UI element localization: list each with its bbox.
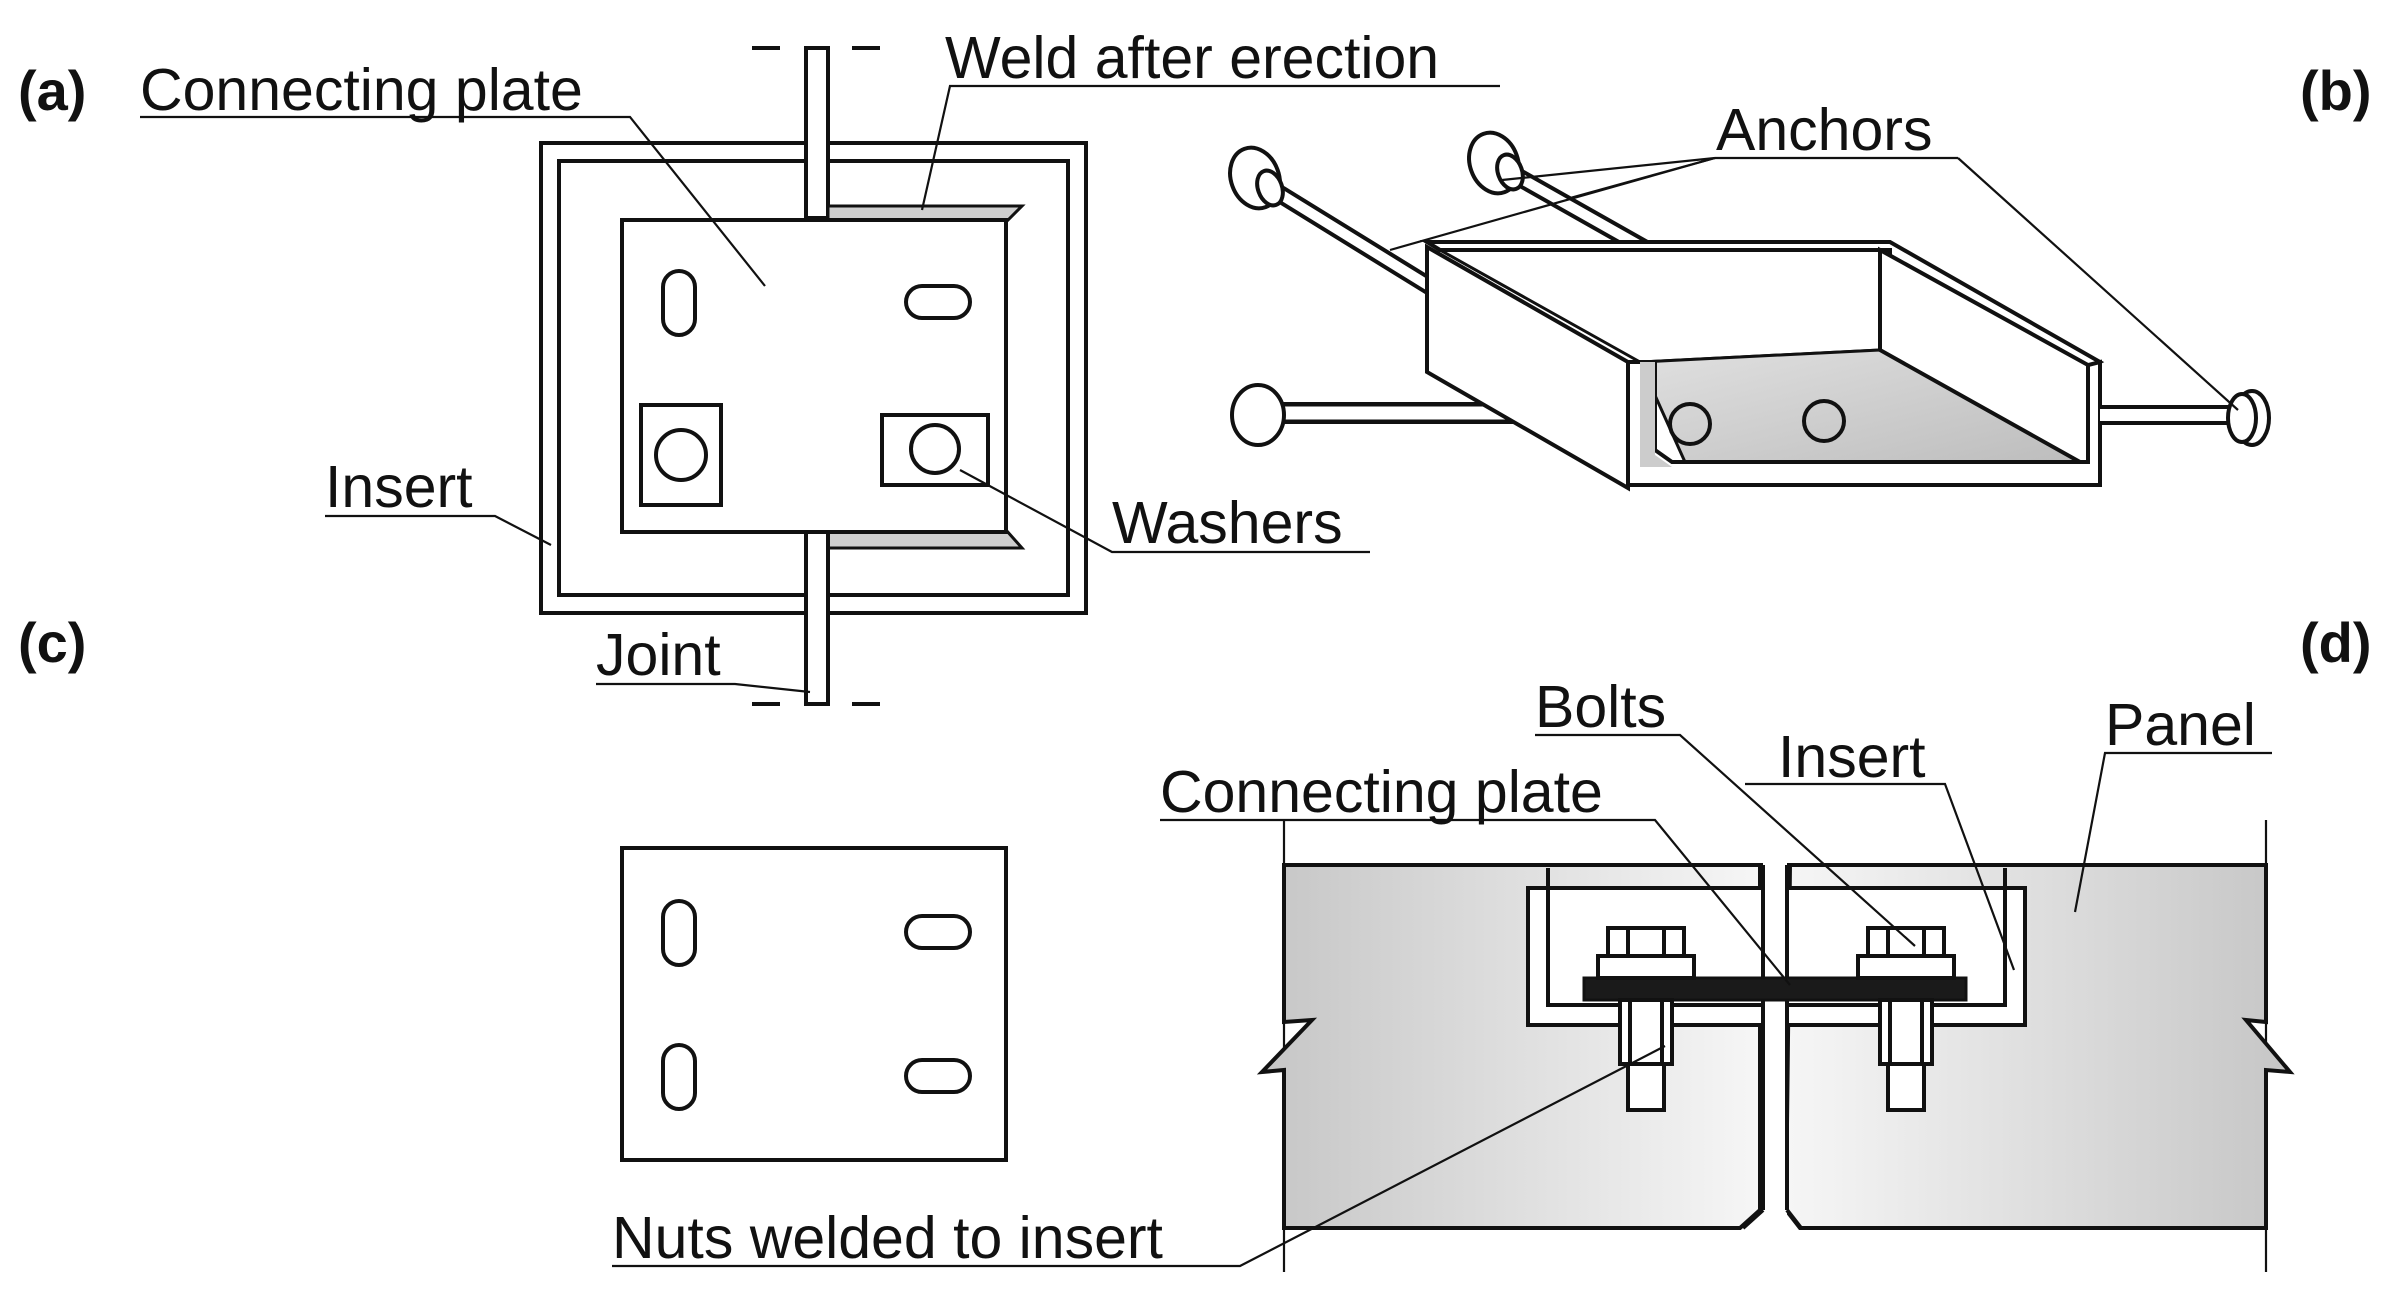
slot-c-br <box>904 1058 972 1094</box>
washer-right <box>880 413 990 487</box>
panel-label-d: (d) <box>2300 611 2372 674</box>
label-joint: Joint <box>596 622 721 688</box>
anchor-right <box>2100 389 2271 447</box>
bolt-hole-left <box>654 428 708 482</box>
plan-view-a <box>539 46 1088 706</box>
slot-c-bl <box>661 1043 697 1111</box>
leader-connecting-plate-d <box>1160 818 1791 986</box>
leader-insert-d <box>1745 782 2016 971</box>
bolt-hole-right <box>909 423 961 475</box>
label-insert-a: Insert <box>325 454 473 520</box>
label-bolts: Bolts <box>1535 674 1666 740</box>
label-insert-d: Insert <box>1778 724 1926 790</box>
washer-left <box>639 403 723 507</box>
connecting-plate-d <box>1582 976 1968 1002</box>
isometric-insert-b <box>1228 130 2271 492</box>
panel-label-c: (c) <box>18 611 86 674</box>
label-anchors: Anchors <box>1716 97 1932 163</box>
leader-weld-after-erection <box>920 84 1500 211</box>
label-weld-after-erection: Weld after erection <box>945 25 1439 91</box>
bolt-right <box>1856 926 1956 1112</box>
slot-c-tr <box>904 914 972 950</box>
leader-anchors-2 <box>1501 156 1716 182</box>
anchor-back-right <box>1467 130 1674 269</box>
leader-anchors-4 <box>1957 157 2239 411</box>
label-connecting-plate-a: Connecting plate <box>140 57 583 123</box>
anchor-left <box>1230 383 1531 447</box>
joint-bar-top <box>804 46 830 220</box>
connecting-plate-c <box>620 846 1008 1162</box>
label-connecting-plate-d: Connecting plate <box>1160 759 1603 825</box>
leader-bolts <box>1535 733 1916 947</box>
slot-c-tl <box>661 899 697 967</box>
joint-bar-bottom <box>804 530 830 706</box>
leader-connecting-plate-a <box>140 115 766 287</box>
label-nuts-welded: Nuts welded to insert <box>612 1205 1163 1271</box>
slot-hole-horizontal <box>904 284 972 320</box>
leader-washers <box>959 469 1370 554</box>
panel-label-a: (a) <box>18 59 86 122</box>
leader-insert-a <box>325 514 552 546</box>
label-panel: Panel <box>2105 692 2256 758</box>
label-washers: Washers <box>1112 490 1343 556</box>
insert-channel-right-inner <box>1787 868 2007 1007</box>
anchor-back-left <box>1228 145 1464 311</box>
leader-panel <box>2073 751 2272 913</box>
channel-hole-right <box>1802 399 1846 443</box>
leader-nuts-welded <box>612 1045 1666 1268</box>
panel-label-b: (b) <box>2300 59 2372 122</box>
bolt-left <box>1596 926 1696 1112</box>
leader-anchors-3 <box>1569 156 1716 200</box>
channel-hole-left <box>1668 402 1712 446</box>
channel-end-face <box>1425 243 1630 492</box>
insert-channel-left-inner <box>1546 868 1763 1007</box>
connecting-plate-c-body <box>620 846 1008 1162</box>
leader-joint <box>596 682 811 694</box>
section-view-d <box>1256 820 2295 1272</box>
slot-hole-vertical <box>661 269 697 337</box>
